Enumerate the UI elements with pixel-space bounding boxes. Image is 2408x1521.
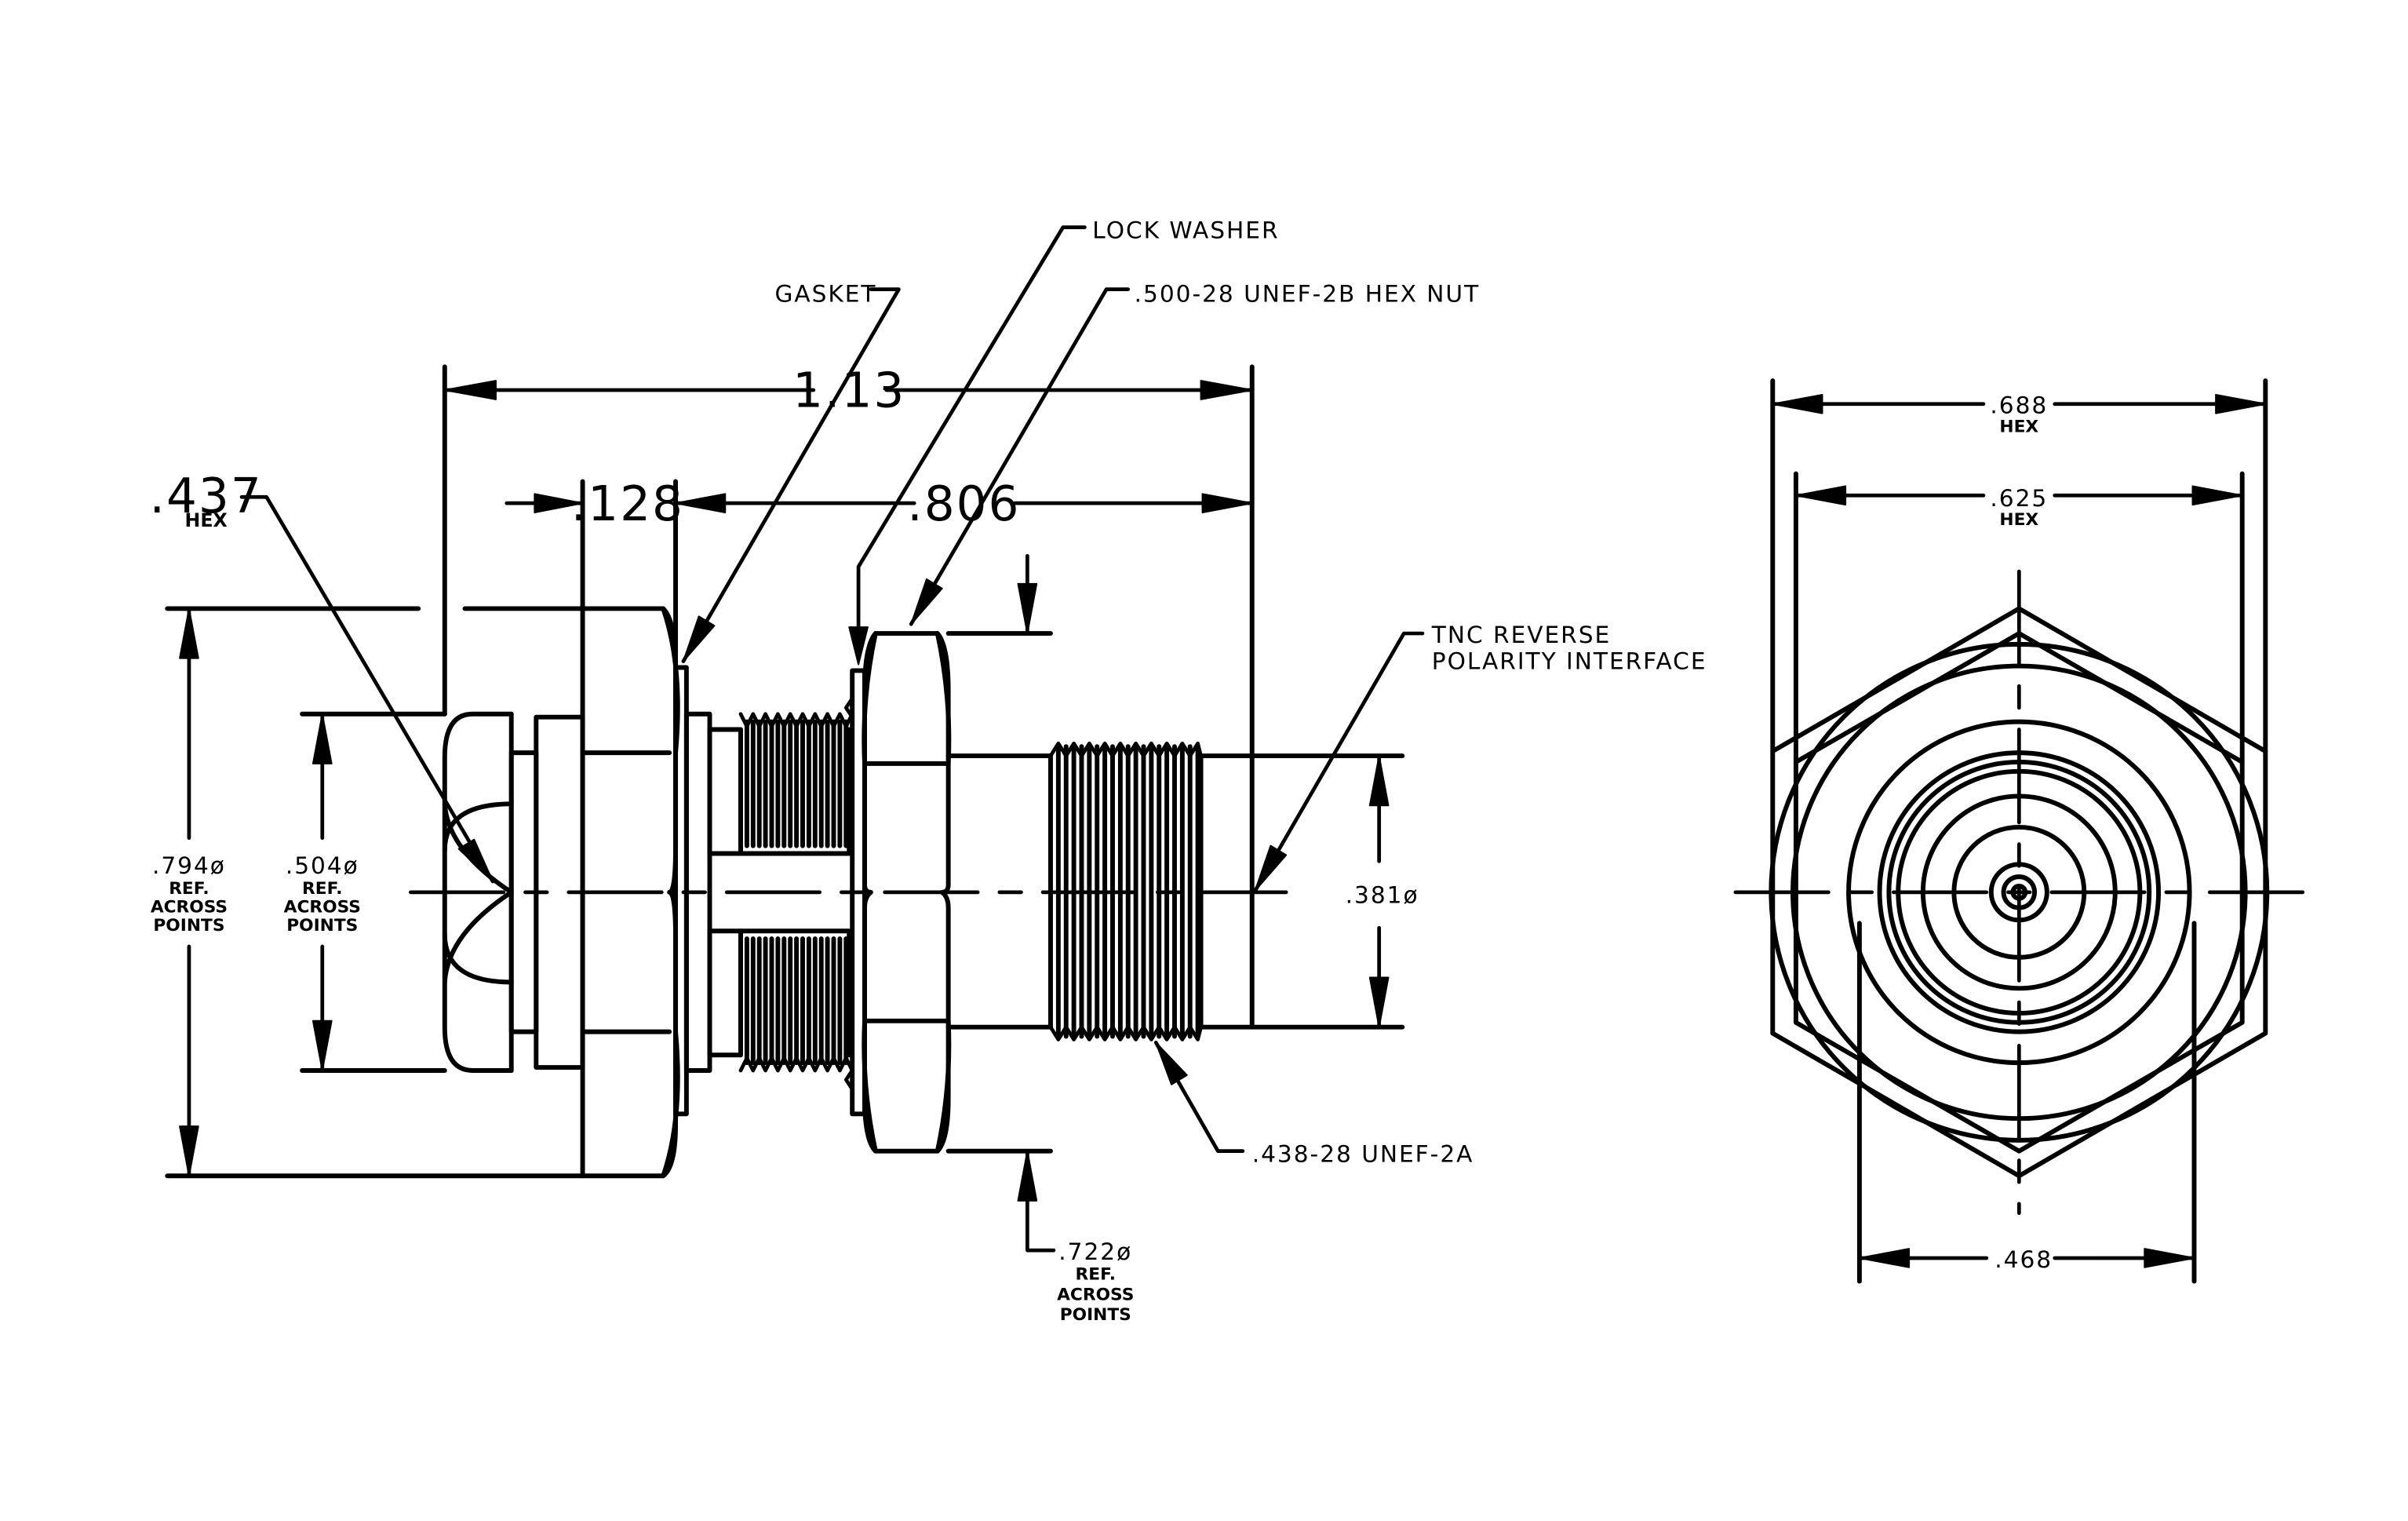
dim-dia-381: .381ø	[1346, 753, 1419, 1030]
callout-tnc-line2: POLARITY INTERFACE	[1432, 647, 1707, 674]
interface-thread	[1048, 741, 1204, 1041]
mount-thread-lower	[738, 928, 854, 1073]
callout-hex-nut-text: .500-28 UNEF-2B HEX NUT	[1135, 280, 1481, 307]
dim-width-468-text: .468	[1995, 1246, 2053, 1273]
dim-flange-text: .128	[571, 476, 684, 532]
callout-lock-washer-text: LOCK WASHER	[1092, 217, 1279, 243]
dim-dia-381-text: .381ø	[1346, 882, 1419, 909]
dim-dia-504: .504ø REF. ACROSS POINTS	[284, 712, 361, 1073]
dim-dia-504-points: POINTS	[286, 916, 358, 936]
callout-hex-nut: .500-28 UNEF-2B HEX NUT	[909, 280, 1481, 626]
callout-gasket-text: GASKET	[774, 280, 876, 307]
dim-dia-794-across: ACROSS	[151, 898, 228, 917]
end-view-circles	[1769, 641, 2270, 1143]
dim-dia-794-points: POINTS	[153, 916, 224, 936]
dim-dia-794: .794ø REF. ACROSS POINTS	[151, 607, 228, 1178]
dim-dia-722-text: .722ø	[1058, 1238, 1132, 1265]
dim-dia-722-across: ACROSS	[1057, 1285, 1134, 1304]
dim-dia-722-points: POINTS	[1060, 1305, 1131, 1325]
dim-flange: .128	[505, 476, 684, 532]
dim-rear-hex: .437 HEX	[150, 469, 495, 884]
side-view: 1.13 .128 .806 .437 HEX	[150, 217, 1707, 1325]
callout-lock-washer: LOCK WASHER	[848, 217, 1279, 666]
dim-hex-625: .625 HEX	[1794, 485, 2245, 530]
end-view: .688 HEX .625 HEX .468	[1733, 378, 2308, 1284]
dim-dia-504-ref: REF.	[302, 879, 342, 899]
end-extension-lines	[1770, 378, 2268, 1284]
dim-width-468: .468	[1857, 1246, 2196, 1273]
dim-hex-688-text: .688	[1990, 392, 2048, 419]
dim-hex-625-text: .625	[1990, 485, 2048, 512]
dim-dia-794-ref: REF.	[169, 879, 209, 899]
extension-lines	[165, 364, 1405, 1179]
dim-dia-794-text: .794ø	[152, 852, 226, 879]
callout-tnc-interface: TNC REVERSE POLARITY INTERFACE	[1253, 622, 1707, 893]
dim-overall-length-text: 1.13	[792, 363, 905, 419]
dim-body-length: .806	[673, 476, 1255, 532]
dim-hex-688: .688 HEX	[1770, 392, 2268, 436]
dim-hex-688-sub: HEX	[1999, 417, 2038, 436]
callout-gasket: GASKET	[681, 280, 901, 663]
dim-rear-hex-text: .437	[150, 469, 263, 524]
dim-dia-504-text: .504ø	[286, 852, 359, 879]
callout-interface-thread: .438-28 UNEF-2A	[1153, 1041, 1474, 1168]
front-hex-nut	[862, 631, 952, 1154]
callout-tnc-line1: TNC REVERSE	[1431, 622, 1611, 648]
body-sleeve	[683, 711, 743, 1073]
dim-dia-722-ref: REF.	[1076, 1265, 1116, 1285]
mount-thread-upper	[738, 712, 854, 856]
dim-dia-722: .722ø REF. ACROSS POINTS	[1017, 553, 1134, 1325]
dim-hex-625-sub: HEX	[1999, 510, 2038, 530]
dim-rear-hex-sub: HEX	[185, 509, 228, 531]
callout-interface-thread-text: .438-28 UNEF-2A	[1252, 1141, 1474, 1168]
dim-overall-length: 1.13	[443, 363, 1255, 419]
dim-dia-504-across: ACROSS	[284, 898, 361, 917]
dim-body-length-text: .806	[907, 476, 1020, 532]
